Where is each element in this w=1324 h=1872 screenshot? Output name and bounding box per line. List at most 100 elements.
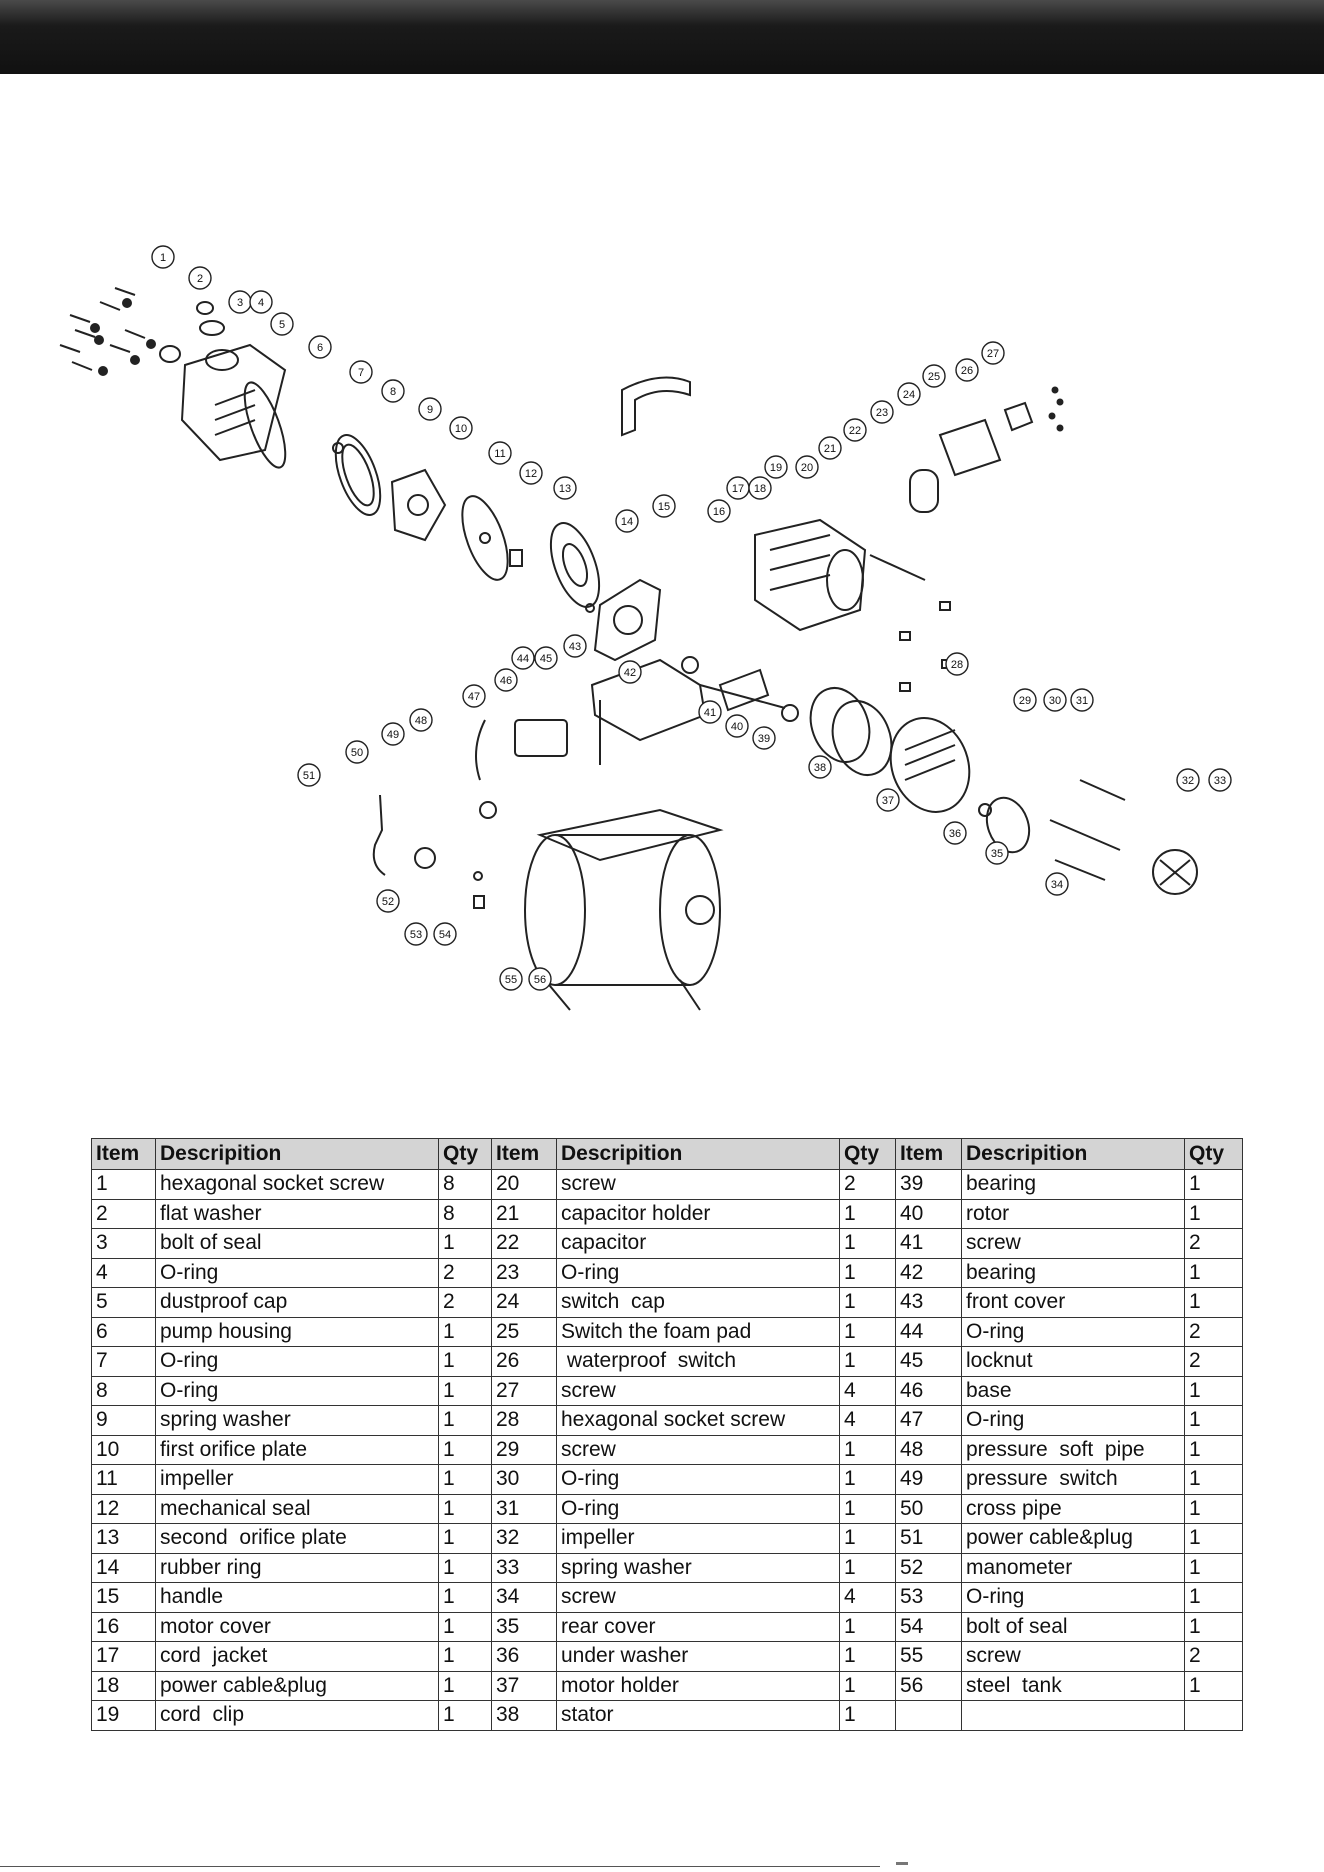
callout-5: 5 [270, 312, 294, 336]
callout-label: 8 [390, 386, 396, 398]
washers-group [90, 298, 156, 376]
table-cell: flat washer [155, 1198, 439, 1229]
callout-12: 12 [519, 461, 543, 485]
callout-55: 55 [499, 967, 523, 991]
table-cell: 55 [895, 1641, 962, 1672]
callout-45: 45 [534, 646, 558, 670]
table-cell: 2 [1184, 1641, 1243, 1672]
callout-label: 36 [949, 828, 961, 840]
callout-22: 22 [843, 418, 867, 442]
table-cell: 1 [1184, 1375, 1243, 1406]
table-cell: stator [556, 1700, 840, 1731]
callout-52: 52 [376, 889, 400, 913]
callout-43: 43 [563, 634, 587, 658]
table-cell: 47 [895, 1405, 962, 1436]
callout-label: 12 [525, 468, 537, 480]
callout-label: 27 [987, 348, 999, 360]
table-cell: 14 [91, 1552, 156, 1583]
callout-35: 35 [985, 841, 1009, 865]
callout-label: 17 [732, 483, 744, 495]
callout-31: 31 [1070, 688, 1094, 712]
table-cell: 4 [839, 1582, 896, 1613]
table-cell: bearing [961, 1257, 1185, 1288]
table-cell: 1 [839, 1611, 896, 1642]
table-cell: 1 [1184, 1169, 1243, 1200]
callout-10: 10 [449, 416, 473, 440]
table-cell: base [961, 1375, 1185, 1406]
table-cell: 27 [491, 1375, 557, 1406]
callout-30: 30 [1043, 688, 1067, 712]
table-cell: spring washer [556, 1552, 840, 1583]
callout-40: 40 [725, 714, 749, 738]
table-cell: 48 [895, 1434, 962, 1465]
callout-24: 24 [897, 382, 921, 406]
callout-4: 4 [249, 290, 273, 314]
table-cell: impeller [155, 1464, 439, 1495]
table-cell: switch cap [556, 1287, 840, 1318]
table-cell: 29 [491, 1434, 557, 1465]
callout-label: 42 [624, 667, 636, 679]
callout-33: 33 [1208, 768, 1232, 792]
callout-label: 32 [1182, 775, 1194, 787]
callout-label: 4 [258, 297, 264, 309]
table-cell: impeller [556, 1523, 840, 1554]
table-cell: bearing [961, 1169, 1185, 1200]
table-cell: bolt of seal [961, 1611, 1185, 1642]
callout-label: 33 [1214, 775, 1226, 787]
callout-16: 16 [707, 499, 731, 523]
table-cell: 1 [1184, 1582, 1243, 1613]
callout-53: 53 [404, 922, 428, 946]
table-cell: 1 [438, 1523, 492, 1554]
callout-14: 14 [615, 509, 639, 533]
table-cell: rear cover [556, 1611, 840, 1642]
table-cell: motor cover [155, 1611, 439, 1642]
table-cell: 16 [91, 1611, 156, 1642]
callout-label: 10 [455, 423, 467, 435]
table-cell: hexagonal socket screw [155, 1169, 439, 1200]
table-cell: handle [155, 1582, 439, 1613]
callout-47: 47 [462, 684, 486, 708]
table-cell: rotor [961, 1198, 1185, 1229]
table-cell: 1 [839, 1346, 896, 1377]
table-cell: 1 [1184, 1611, 1243, 1642]
table-cell [1184, 1700, 1243, 1731]
table-cell: power cable&plug [155, 1670, 439, 1701]
table-cell: cord clip [155, 1700, 439, 1731]
callout-label: 13 [559, 483, 571, 495]
table-cell: 4 [839, 1405, 896, 1436]
table-cell: 50 [895, 1493, 962, 1524]
table-cell: 10 [91, 1434, 156, 1465]
table-cell: 31 [491, 1493, 557, 1524]
callout-label: 55 [505, 974, 517, 986]
callout-2: 2 [188, 266, 212, 290]
callout-label: 22 [849, 425, 861, 437]
callout-label: 48 [415, 715, 427, 727]
table-cell: screw [556, 1582, 840, 1613]
callout-3: 3 [228, 290, 252, 314]
callout-label: 25 [928, 371, 940, 383]
table-cell: Switch the foam pad [556, 1316, 840, 1347]
table-cell: steel tank [961, 1670, 1185, 1701]
table-cell: power cable&plug [961, 1523, 1185, 1554]
callout-label: 18 [754, 483, 766, 495]
callout-label: 52 [382, 896, 394, 908]
table-cell: O-ring [155, 1375, 439, 1406]
table-cell: 1 [438, 1641, 492, 1672]
table-cell: 1 [1184, 1523, 1243, 1554]
table-cell: O-ring [556, 1257, 840, 1288]
table-cell: 1 [1184, 1670, 1243, 1701]
table-cell: 2 [1184, 1346, 1243, 1377]
callout-48: 48 [409, 708, 433, 732]
callout-46: 46 [494, 668, 518, 692]
